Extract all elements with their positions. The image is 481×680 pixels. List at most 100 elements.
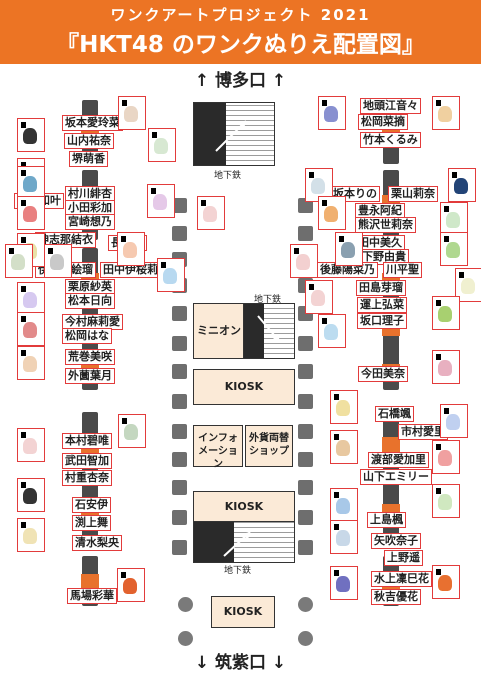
page-corner-mark: [161, 262, 166, 268]
page-corner-mark: [21, 316, 26, 322]
subway-label-mid: 地下鉄: [254, 295, 282, 305]
member-name-label: 山下エミリー: [360, 469, 432, 485]
member-name-label: 堺萌香: [69, 151, 108, 167]
coloring-page-thumbnail: [17, 346, 45, 380]
page-corner-mark: [339, 236, 344, 242]
member-name-label: 矢吹奈子: [371, 533, 421, 549]
wanku-character-drawing: [123, 578, 137, 594]
floor-marker: [172, 198, 187, 213]
coloring-page-thumbnail: [290, 244, 318, 278]
wanku-character-drawing: [446, 242, 460, 258]
kiosk-1: KIOSK: [193, 369, 295, 405]
coloring-page-thumbnail: [17, 118, 45, 152]
page-corner-mark: [334, 524, 339, 530]
page-corner-mark: [322, 318, 327, 324]
wanku-character-drawing: [23, 528, 37, 544]
floor-marker: [172, 480, 187, 495]
page-corner-mark: [436, 300, 441, 306]
wanku-character-drawing: [324, 206, 338, 222]
wanku-character-drawing: [124, 106, 138, 122]
page-corner-mark: [294, 248, 299, 254]
coloring-page-thumbnail: [330, 488, 358, 522]
project-subtitle: ワンクアートプロジェクト 2021: [110, 6, 371, 24]
wanku-character-drawing: [446, 212, 460, 228]
page-corner-mark: [309, 284, 314, 290]
floor-marker: [172, 510, 187, 525]
page-corner-mark: [444, 408, 449, 414]
round-pillar: [298, 631, 313, 646]
coloring-page-thumbnail: [157, 258, 185, 292]
member-name-label: 村重杏奈: [62, 470, 112, 486]
page-corner-mark: [122, 100, 127, 106]
coloring-page-thumbnail: [432, 565, 460, 599]
coloring-page-thumbnail: [305, 280, 333, 314]
kiosk-2: KIOSK: [193, 491, 295, 523]
member-name-label: 田島芽瑠: [356, 280, 406, 296]
member-name-label: 坂本愛玲菜: [62, 115, 123, 131]
page-corner-mark: [21, 170, 26, 176]
coloring-page-thumbnail: [118, 96, 146, 130]
page-corner-mark: [21, 286, 26, 292]
member-name-label: 松本日向: [65, 293, 115, 309]
exit-hakata: ↑ 博多口 ↑: [194, 71, 287, 91]
coloring-page-thumbnail: [330, 520, 358, 554]
round-pillar: [178, 597, 193, 612]
currency-exchange: 外貨両替 ショップ: [245, 425, 293, 467]
coloring-page-thumbnail: [17, 518, 45, 552]
page-corner-mark: [122, 418, 127, 424]
coloring-page-thumbnail: [17, 166, 45, 200]
member-name-label: 田中美久: [355, 235, 405, 251]
coloring-page-thumbnail: [117, 232, 145, 266]
coloring-page-thumbnail: [330, 430, 358, 464]
coloring-page-thumbnail: [17, 196, 45, 230]
member-name-label: 山内祐奈: [64, 133, 114, 149]
wanku-character-drawing: [324, 324, 338, 340]
member-name-label: 上野遥: [384, 550, 423, 566]
page-corner-mark: [452, 172, 457, 178]
floor-marker: [298, 364, 313, 379]
member-name-label: 栗山莉奈: [388, 186, 438, 202]
page-corner-mark: [21, 162, 26, 168]
member-name-label: 地頭江音々: [360, 98, 421, 114]
minion-shop: ミニオン: [193, 303, 245, 359]
floor-marker: [298, 336, 313, 351]
wanku-character-drawing: [438, 106, 452, 122]
page-corner-mark: [121, 572, 126, 578]
wanku-character-drawing: [336, 498, 350, 514]
page-title: 『HKT48 のワンクぬりえ配置図』: [56, 32, 425, 58]
page-corner-mark: [436, 569, 441, 575]
page-corner-mark: [9, 248, 14, 254]
member-name-label: 渡部愛加里: [368, 452, 429, 468]
wanku-character-drawing: [311, 290, 325, 306]
floor-marker: [298, 540, 313, 555]
member-name-label: 竹本くるみ: [360, 132, 421, 148]
page-corner-mark: [121, 236, 126, 242]
member-name-label: 本村碧唯: [62, 433, 112, 449]
page-corner-mark: [309, 172, 314, 178]
page-corner-mark: [152, 132, 157, 138]
wanku-character-drawing: [23, 438, 37, 454]
member-name-label: 田中伊桜莉: [100, 262, 161, 278]
page-corner-mark: [21, 432, 26, 438]
coloring-page-thumbnail: [440, 404, 468, 438]
member-name-label: 秋吉優花: [371, 589, 421, 605]
member-name-label: 石橋颯: [375, 406, 414, 422]
page-corner-mark: [444, 236, 449, 242]
member-name-label: 渕上舞: [72, 515, 111, 531]
member-name-label: 石安伊: [72, 497, 111, 513]
page-corner-mark: [334, 394, 339, 400]
page-corner-mark: [48, 248, 53, 254]
member-name-label: 市村愛里: [398, 424, 448, 440]
floor-marker: [298, 394, 313, 409]
wanku-character-drawing: [153, 194, 167, 210]
wanku-character-drawing: [336, 576, 350, 592]
coloring-page-thumbnail: [335, 232, 363, 266]
coloring-page-thumbnail: [147, 184, 175, 218]
wanku-character-drawing: [311, 178, 325, 194]
coloring-page-thumbnail: [117, 568, 145, 602]
wanku-character-drawing: [336, 530, 350, 546]
member-name-label: 武田智加: [62, 453, 112, 469]
wanku-character-drawing: [438, 575, 452, 591]
subway-stairs-top: [193, 102, 275, 166]
page-corner-mark: [334, 570, 339, 576]
